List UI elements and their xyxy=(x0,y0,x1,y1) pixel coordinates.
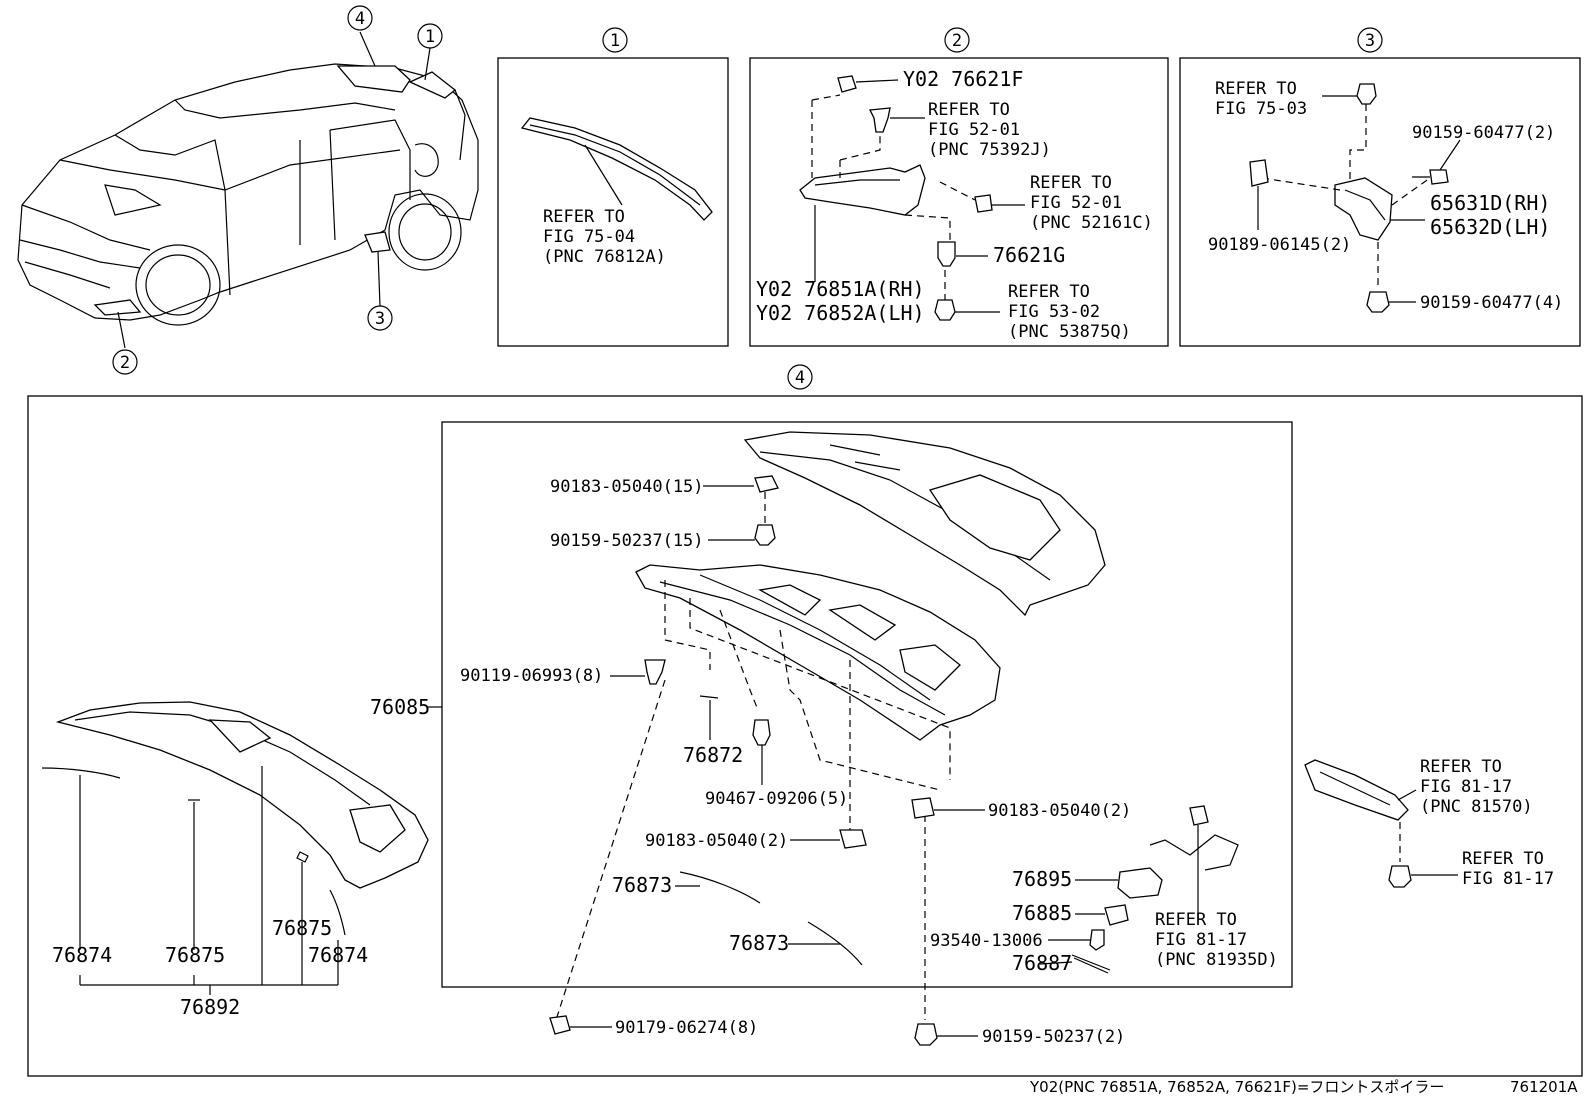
panel-4-frame xyxy=(27,395,1583,1077)
left-inner-panel xyxy=(55,701,429,889)
p4-clip-8: 90119-06993(8) xyxy=(460,666,603,686)
p4-left-group: 76892 xyxy=(180,995,240,1019)
p4-lamp-cover: 76885 xyxy=(1012,901,1072,925)
clip-icon xyxy=(868,107,891,133)
callout-4-panel xyxy=(787,364,813,390)
p4-ref-antenna-2: FIG 81-17 xyxy=(1420,777,1512,797)
p4-ref-lamp-3: (PNC 81935D) xyxy=(1155,950,1278,970)
p4-seal-a: 76873 xyxy=(612,873,672,897)
p3-ref-2: FIG 75-03 xyxy=(1215,99,1307,119)
p4-ref-antenna-bolt-1: REFER TO xyxy=(1462,849,1544,869)
car-overview: 4 1 2 3 xyxy=(17,5,479,375)
p4-left-part-2: 76875 xyxy=(165,943,225,967)
roof-spoiler-shell xyxy=(743,431,1106,617)
p2-refb-1: REFER TO xyxy=(1030,173,1112,193)
p2-refa-3: (PNC 75392J) xyxy=(928,140,1051,160)
callout-2-car xyxy=(112,349,138,375)
p4-lamp: 76895 xyxy=(1012,867,1072,891)
callout-2-car-label: 2 xyxy=(120,353,130,373)
panel-2-frame xyxy=(749,57,1169,347)
p3-clip: 90189-06145(2) xyxy=(1208,235,1351,255)
callout-4-panel-label: 4 xyxy=(795,368,805,388)
callout-2-panel xyxy=(944,27,970,53)
callout-3-car-label: 3 xyxy=(375,309,385,329)
p2-refa-2: FIG 52-01 xyxy=(928,120,1020,140)
panel1-ref-line3: (PNC 76812A) xyxy=(543,247,666,267)
p4-ref-lamp-1: REFER TO xyxy=(1155,910,1237,930)
p2-screw-label: Y02 76621F xyxy=(903,67,1023,91)
p4-clip-5: 90467-09206(5) xyxy=(705,789,848,809)
p4-left-part-1: 76874 xyxy=(52,943,112,967)
p4-bulb: 93540-13006 xyxy=(930,931,1043,951)
p4-pad: 76872 xyxy=(683,743,743,767)
panel-3-frame xyxy=(1179,57,1581,347)
panel-1: 1 REFER TO FIG 75-04 (PNC 76812A) xyxy=(497,27,729,347)
footer-note: Y02(PNC 76851A, 76852A, 76621F)=フロントスポイラ… xyxy=(1029,1078,1444,1096)
p4-ref-antenna-3: (PNC 81570) xyxy=(1420,797,1533,817)
callout-3-panel-label: 3 xyxy=(1365,31,1375,51)
p3-ref-1: REFER TO xyxy=(1215,79,1297,99)
p4-left-part-3: 76875 xyxy=(272,916,332,940)
callout-4-car xyxy=(347,5,373,31)
p4-ref-antenna-1: REFER TO xyxy=(1420,757,1502,777)
p2-clip-label: 76621G xyxy=(993,243,1065,267)
bracket-part xyxy=(1334,177,1393,241)
callout-3-panel xyxy=(1357,27,1383,53)
p2-refc-2: FIG 53-02 xyxy=(1008,302,1100,322)
p2-refc-3: (PNC 53875Q) xyxy=(1008,322,1131,342)
p3-bolt-bottom: 90159-60477(4) xyxy=(1420,293,1563,313)
callout-1-car-label: 1 xyxy=(425,27,435,47)
p4-nut-2b: 90183-05040(2) xyxy=(988,801,1131,821)
panel-4-inner-frame xyxy=(441,421,1293,988)
panel-3: 3 REFER TO FIG 75-03 90159-60477(2) 6563… xyxy=(1179,27,1581,347)
p2-refa-1: REFER TO xyxy=(928,100,1010,120)
p3-bolt-top: 90159-60477(2) xyxy=(1412,123,1555,143)
p2-refc-1: REFER TO xyxy=(1008,282,1090,302)
p3-bracket-rh: 65631D(RH) xyxy=(1430,191,1550,215)
p4-grommet: 90179-06274(8) xyxy=(615,1018,758,1038)
roof-spoiler-inner xyxy=(635,564,1001,741)
p4-assembly: 76085 xyxy=(370,695,430,719)
panel-2: 2 Y02 76621F REFER TO FIG 52-01 (PNC 753… xyxy=(749,27,1169,347)
p4-bolt-bottom: 90159-50237(2) xyxy=(982,1027,1125,1047)
panel-1-frame xyxy=(497,57,729,347)
p4-nut-top: 90183-05040(15) xyxy=(550,477,704,497)
callout-4-car-label: 4 xyxy=(355,9,365,29)
p4-left-part-4: 76874 xyxy=(308,943,368,967)
panel-4: 4 90183-05040(15) 90159-50237(15) 76085 xyxy=(27,364,1583,1077)
callout-1-car xyxy=(417,23,443,49)
p2-lh-label: Y02 76852A(LH) xyxy=(756,301,925,325)
screw-icon xyxy=(837,75,899,93)
p2-refb-2: FIG 52-01 xyxy=(1030,193,1122,213)
p4-ref-antenna-bolt-2: FIG 81-17 xyxy=(1462,869,1554,889)
callout-1-panel-label: 1 xyxy=(610,31,620,51)
antenna-part xyxy=(1304,759,1409,821)
callout-1-panel xyxy=(602,27,628,53)
p4-seal-b: 76873 xyxy=(729,931,789,955)
front-spoiler-part xyxy=(799,164,926,216)
callout-2-panel-label: 2 xyxy=(952,31,962,51)
p4-lens: 76887 xyxy=(1012,951,1072,975)
p4-nut-2a: 90183-05040(2) xyxy=(645,831,788,851)
panel1-ref-line1: REFER TO xyxy=(543,207,625,227)
callout-3-car xyxy=(367,305,393,331)
rear-spoiler-part xyxy=(520,117,713,221)
p4-bolt-top: 90159-50237(15) xyxy=(550,531,704,551)
p3-bracket-lh: 65632D(LH) xyxy=(1430,215,1550,239)
p4-ref-lamp-2: FIG 81-17 xyxy=(1155,930,1247,950)
footer-figure-id: 761201A xyxy=(1510,1078,1578,1096)
panel1-ref-line2: FIG 75-04 xyxy=(543,227,635,247)
p2-refb-3: (PNC 52161C) xyxy=(1030,213,1153,233)
p2-rh-label: Y02 76851A(RH) xyxy=(756,277,925,301)
